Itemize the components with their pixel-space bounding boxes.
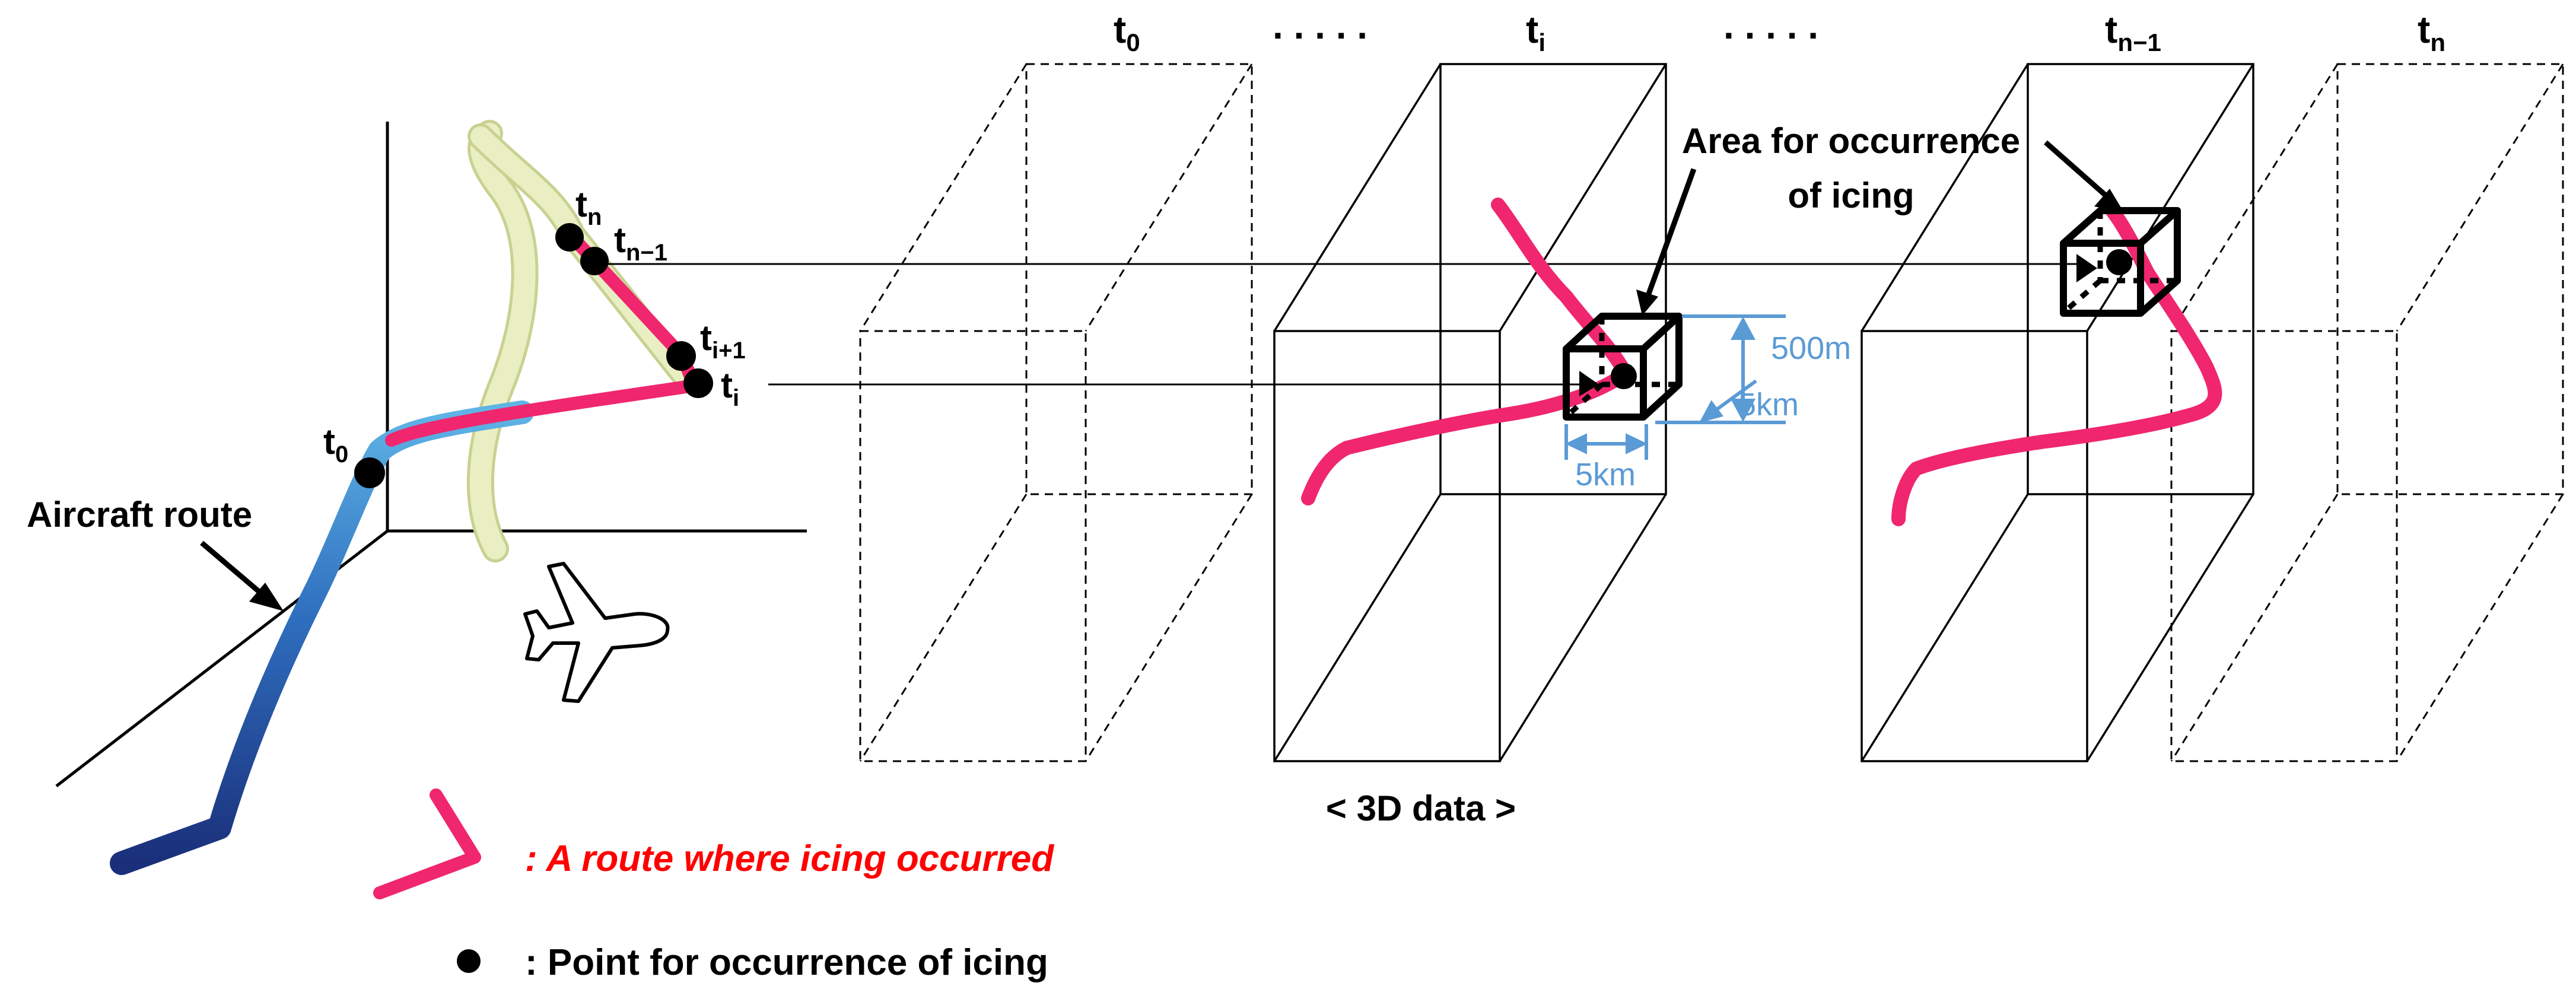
data-boxes (859, 63, 2564, 762)
dimension-height-label: 500m (1771, 330, 1851, 366)
aircraft-route (110, 400, 534, 875)
airplane-icon (523, 562, 670, 703)
dimension-depth-label: 5km (1738, 387, 1799, 422)
box-time-tn: tn (2418, 8, 2445, 56)
ellipsis-right: . . . . . (1723, 4, 1818, 47)
icing-points (354, 223, 713, 488)
box-time-t0: t0 (1114, 8, 1140, 56)
ellipsis-left: . . . . . (1273, 4, 1367, 47)
data-box-ti (1273, 63, 1667, 762)
icing-point-tn-1 (580, 247, 609, 275)
icing-cube-tn-1 (2060, 207, 2181, 317)
data-box-t0 (859, 63, 1253, 762)
data-caption: < 3D data > (1326, 788, 1516, 828)
legend-route-text: : A route where icing occurred (525, 838, 1054, 879)
box-time-tn-1: tn−1 (2105, 8, 2161, 56)
label-tn-1: tn−1 (614, 220, 667, 266)
label-ti+1: ti+1 (700, 318, 746, 364)
trajectory-plot: t0 tn tn−1 ti+1 ti Aircraft route (27, 120, 807, 875)
data-box-tn (2170, 63, 2564, 762)
aircraft-route-label: Aircraft route (27, 495, 252, 535)
box-time-ti: ti (1526, 8, 1545, 56)
label-t0: t0 (323, 422, 348, 467)
label-ti: ti (721, 365, 739, 411)
icing-point-ti+1 (666, 341, 696, 371)
icing-point-ti (683, 368, 713, 398)
area-label-arrows (1636, 140, 2124, 316)
area-label-line1: Area for occurrence (1682, 121, 2020, 161)
icing-point-cube-tn-1 (2106, 249, 2132, 275)
connector-lines (600, 263, 2088, 386)
data-box-tn-1 (1861, 63, 2254, 762)
icing-cube-ti (1563, 313, 1683, 421)
route-label-arrow (200, 540, 284, 611)
legend-route-swatch (373, 788, 481, 899)
icing-point-cube-ti (1611, 363, 1637, 389)
plot-axes (55, 122, 807, 787)
label-tn: tn (575, 185, 602, 230)
area-label-line2: of icing (1788, 176, 1914, 215)
icing-route-box-ti (1301, 198, 1633, 505)
icing-point-t0 (354, 457, 385, 488)
dimension-width-label: 5km (1575, 457, 1636, 492)
icing-route-box-tn-1 (1891, 203, 2222, 526)
icing-point-tn (555, 223, 584, 252)
legend: : A route where icing occurred : Point f… (373, 788, 1054, 983)
legend-point-marker (457, 949, 481, 973)
dimension-annotations (1564, 314, 1786, 460)
legend-point-text: : Point for occurrence of icing (525, 942, 1048, 983)
